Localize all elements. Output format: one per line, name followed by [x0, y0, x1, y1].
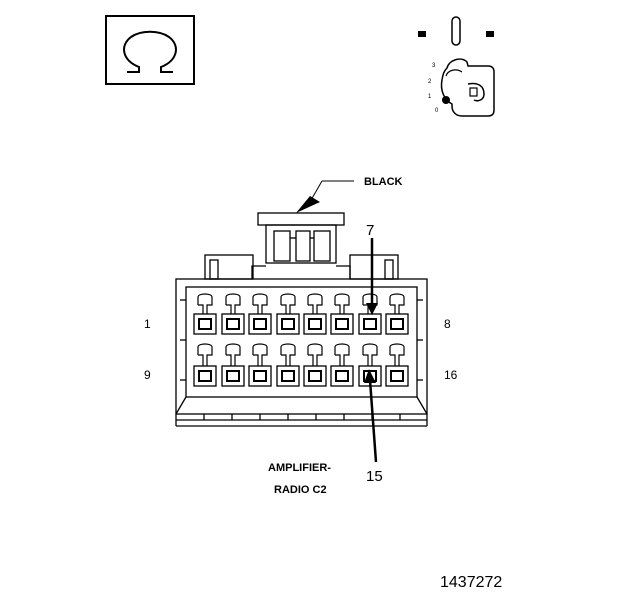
callout-label-15: 15 [366, 468, 383, 485]
terminal-cavity-13 [303, 343, 327, 387]
color-callout-arrow [296, 180, 354, 213]
pin-label-16: 16 [444, 368, 458, 382]
omega-icon [105, 15, 195, 85]
ignition-position-2: 2 [428, 79, 432, 85]
terminal-cavities [193, 293, 409, 387]
terminal-cavity-6 [330, 293, 354, 335]
terminal-cavity-2 [221, 293, 245, 335]
terminal-cavity-16 [385, 343, 409, 387]
terminal-cavity-10 [221, 343, 245, 387]
terminal-cavity-3 [248, 293, 272, 335]
connector-name-line2: RADIO C2 [274, 484, 327, 496]
terminal-cavity-14 [330, 343, 354, 387]
terminal-cavity-5 [303, 293, 327, 335]
pin-label-8: 8 [444, 317, 451, 331]
terminal-cavity-11 [248, 343, 272, 387]
figure-number: 1437272 [440, 574, 503, 591]
callout-label-7: 7 [366, 222, 375, 239]
terminal-cavity-7 [358, 293, 382, 335]
connector-housing [175, 212, 428, 427]
terminal-cavity-1 [193, 293, 217, 335]
terminal-cavity-9 [193, 343, 217, 387]
pin-callout-arrows [364, 238, 378, 463]
connector-color-label: BLACK [364, 176, 403, 188]
terminal-cavity-8 [385, 293, 409, 335]
ignition-position-0: 0 [435, 108, 439, 114]
connector-name-line1: AMPLIFIER- [268, 462, 331, 474]
terminal-cavity-12 [276, 343, 300, 387]
pin-label-9: 9 [144, 368, 151, 382]
ignition-position-1: 1 [428, 94, 432, 100]
ignition-position-3: 3 [432, 63, 436, 69]
terminal-cavity-4 [276, 293, 300, 335]
ignition-key-icon [418, 16, 495, 117]
pin-label-1: 1 [144, 317, 151, 331]
